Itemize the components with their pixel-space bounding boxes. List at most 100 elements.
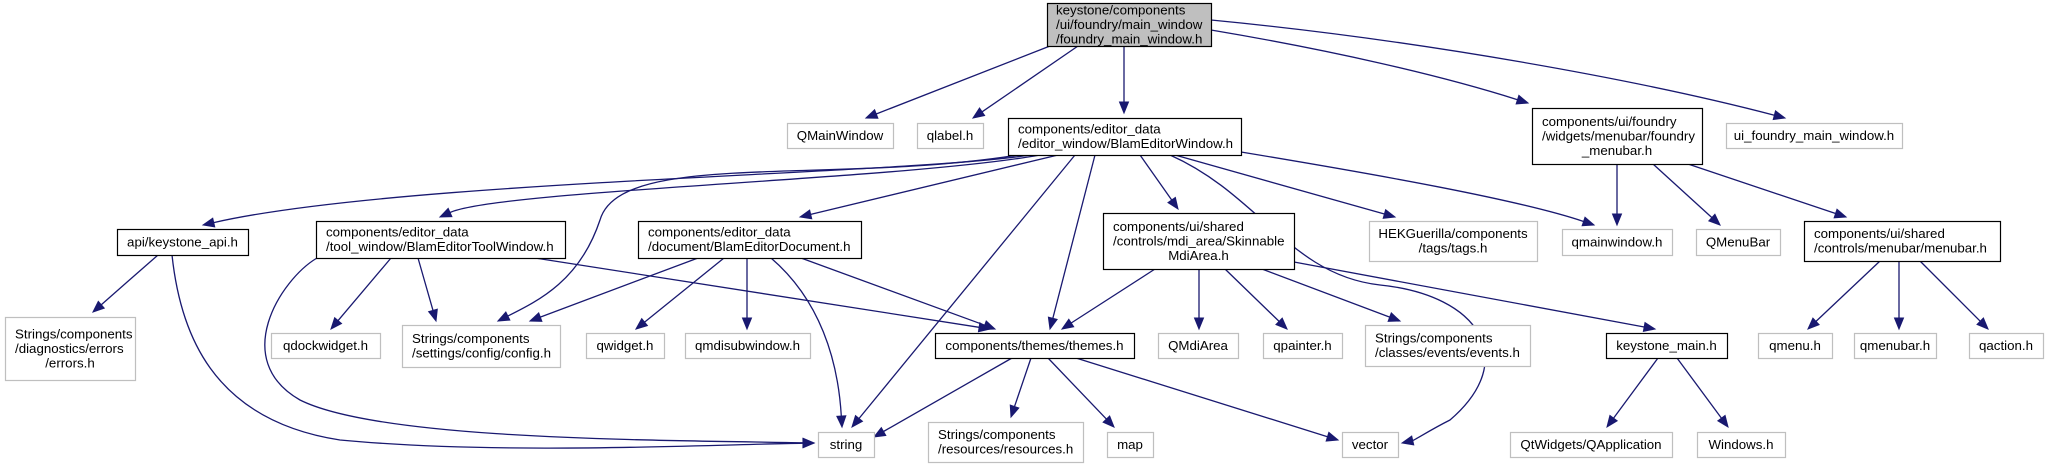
node-errors: Strings/components/diagnostics/errors/er… <box>4 316 137 382</box>
arrowhead-icon <box>1118 101 1130 115</box>
edge-line <box>1013 357 1032 407</box>
node-label: keystone/components <box>1056 2 1186 17</box>
node-label: qmenubar.h <box>1860 338 1930 353</box>
dependency-edge <box>417 257 438 323</box>
node-label: /controls/menubar/menubar.h <box>1814 241 1987 256</box>
edge-line <box>1612 357 1659 419</box>
node-label: map <box>1117 437 1143 452</box>
edges-layer <box>92 19 1989 449</box>
dependency-edge <box>1210 19 1787 121</box>
node-box <box>1509 431 1674 459</box>
node-qmainwindow-h: qmainwindow.h <box>1561 228 1674 257</box>
node-qmainwindow-cls: QMainWindow <box>786 122 895 150</box>
node-label: qpainter.h <box>1273 338 1331 353</box>
node-label: QtWidgets/QApplication <box>1520 437 1661 452</box>
node-qlabel: qlabel.h <box>916 122 985 150</box>
node-vector: vector <box>1341 431 1400 459</box>
edge-line <box>1052 154 1096 319</box>
dependency-edge <box>798 154 1059 220</box>
edge-line <box>507 154 1019 317</box>
dependency-edge <box>496 154 1019 322</box>
node-label: MdiArea.h <box>1168 248 1229 263</box>
arrowhead-icon <box>496 311 511 322</box>
node-box <box>1364 324 1532 368</box>
node-label: keystone_main.h <box>1616 338 1717 353</box>
node-qmenubar-cls: QMenuBar <box>1695 228 1782 257</box>
node-label: qwidget.h <box>597 338 654 353</box>
edge-line <box>1210 29 1518 101</box>
node-label: /foundry_main_window.h <box>1056 31 1202 46</box>
dependency-edge <box>92 254 159 313</box>
dependency-edge <box>1893 261 1905 331</box>
node-keystone-main[interactable]: keystone_main.h <box>1605 332 1729 360</box>
edge-line <box>1919 260 1981 322</box>
dependency-edge <box>1118 46 1130 115</box>
arrowhead-icon <box>1047 316 1058 331</box>
dependency-edge <box>1606 357 1659 429</box>
arrowhead-icon <box>1400 435 1415 446</box>
node-blam-editor-tool-window[interactable]: components/editor_data/tool_window/BlamE… <box>315 220 567 260</box>
arrowhead-icon <box>1060 318 1075 330</box>
arrowhead-icon <box>802 437 816 449</box>
node-label: _menubar.h <box>1581 143 1652 158</box>
dependency-edge <box>872 357 1013 438</box>
node-box <box>1803 220 2002 263</box>
node-label: /ui/foundry/main_window <box>1056 17 1203 32</box>
dependency-edge <box>1009 357 1032 419</box>
dependency-edge <box>330 257 392 331</box>
node-root: keystone/components/ui/foundry/main_wind… <box>1046 2 1213 48</box>
node-keystone-api[interactable]: api/keystone_api.h <box>116 228 250 257</box>
arrowhead-icon <box>528 312 543 322</box>
node-box <box>1725 122 1904 150</box>
arrowhead-icon <box>1515 94 1530 105</box>
node-string: string <box>817 431 876 459</box>
edge-line <box>100 254 159 306</box>
node-box <box>934 332 1136 360</box>
arrowhead-icon <box>1716 414 1729 429</box>
dependency-edge <box>1919 260 1989 330</box>
edge-line <box>1224 268 1280 322</box>
arrowhead-icon <box>634 317 649 330</box>
node-box <box>1757 332 1834 360</box>
node-box <box>1853 332 1938 360</box>
node-box <box>1007 117 1243 157</box>
dependency-edge <box>534 257 992 333</box>
dependency-edge <box>1075 357 1340 442</box>
node-label: components/editor_data <box>648 225 791 240</box>
node-label: qdockwidget.h <box>283 338 368 353</box>
node-menubar[interactable]: components/ui/shared/controls/menubar/me… <box>1803 220 2002 263</box>
node-label: /document/BlamEditorDocument.h <box>648 239 851 254</box>
node-blam-editor-window[interactable]: components/editor_data/editor_window/Bla… <box>1007 117 1243 157</box>
node-label: qlabel.h <box>927 128 974 143</box>
node-windows: Windows.h <box>1696 431 1787 459</box>
edge-line <box>1070 268 1156 324</box>
node-qmenu: qmenu.h <box>1757 332 1834 360</box>
edge-line <box>1210 19 1775 116</box>
arrowhead-icon <box>1606 414 1619 429</box>
node-skinnable-mdi-area[interactable]: components/ui/shared/controls/mdi_area/S… <box>1102 212 1296 271</box>
node-box <box>315 220 567 260</box>
arrowhead-icon <box>1325 431 1340 442</box>
node-label: /diagnostics/errors <box>15 341 124 356</box>
edge-line <box>1293 261 1645 328</box>
node-box <box>585 332 666 360</box>
node-foundry-menubar[interactable]: components/ui/foundry/widgets/menubar/fo… <box>1531 107 1704 166</box>
edge-line <box>417 257 434 311</box>
node-qmdisubwindow: qmdisubwindow.h <box>684 332 812 360</box>
edge-line <box>1261 268 1390 318</box>
dependency-edge <box>1060 268 1156 330</box>
arrowhead-icon <box>201 217 216 228</box>
dependency-edge <box>851 154 1076 429</box>
arrowhead-icon <box>1772 110 1787 121</box>
node-blam-editor-document[interactable]: components/editor_data/document/BlamEdit… <box>637 220 863 260</box>
edge-line <box>449 154 1041 214</box>
node-themes[interactable]: components/themes/themes.h <box>934 332 1136 360</box>
arrowhead-icon <box>1833 208 1848 219</box>
dependency-edge <box>264 257 816 449</box>
node-box <box>1696 431 1787 459</box>
node-label: components/ui/foundry <box>1542 114 1677 129</box>
node-box <box>1368 220 1539 263</box>
dependency-edge <box>1047 357 1115 428</box>
dependency-edge <box>1174 154 1397 219</box>
edge-line <box>644 257 725 323</box>
